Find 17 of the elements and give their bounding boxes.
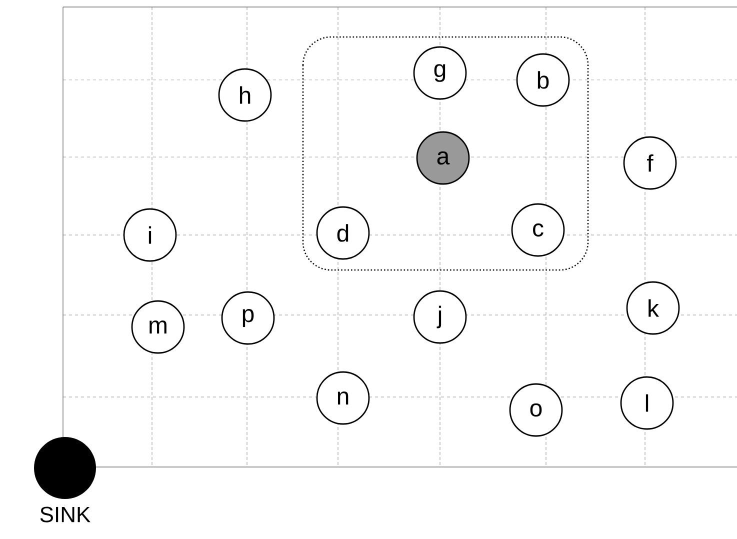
sensor-node: d [316,206,370,260]
sensor-node: g [413,46,467,100]
sensor-node: n [316,371,370,425]
sensor-node: p [221,291,275,345]
sensor-node: k [626,281,680,335]
sensor-node: m [131,300,185,354]
sensor-node: f [623,136,677,190]
node-label: SINK [40,506,90,522]
sensor-node: l [620,376,674,430]
sensor-node: i [123,208,177,262]
sensor-node: h [218,68,272,122]
sensor-node: o [509,383,563,437]
sink-node: SINK [34,437,96,522]
sensor-node: c [511,203,565,257]
sensor-node: j [413,290,467,344]
sensor-node: b [516,53,570,107]
sensor-node: a [416,131,470,185]
